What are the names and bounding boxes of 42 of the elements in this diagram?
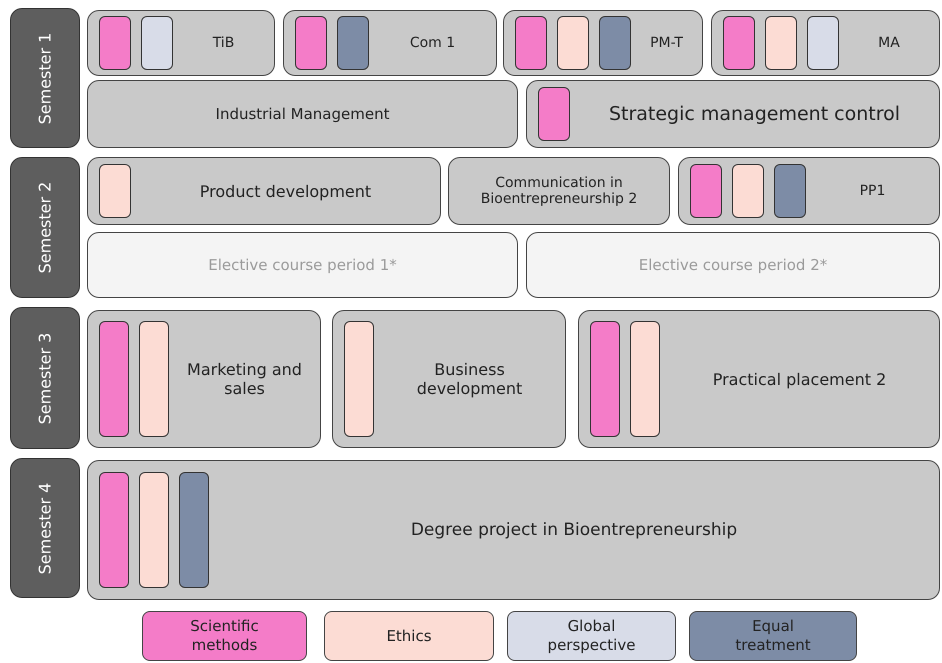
course-box [678,157,940,225]
elective-course-box [526,232,940,298]
semester-title: Semester 4 [36,482,54,574]
elective-course-box [87,232,518,298]
course-box [503,10,703,76]
course-title: PM-T [649,35,684,51]
semester-title: Semester 1 [36,32,54,124]
semester-label [10,307,80,449]
course-title: Industrial Management [214,105,390,123]
course-title: Business development [416,360,524,398]
semester-title: Semester 3 [36,332,54,424]
course-title: TiB [212,35,236,51]
legend-label: Global perspective [546,617,636,655]
course-title: Com 1 [408,35,456,51]
course-box [526,80,940,148]
course-title: Practical placement 2 [712,370,888,388]
course-box [87,310,321,448]
legend-label: Equal treatment [734,617,812,655]
course-box [87,10,275,76]
course-title: Product development [198,182,372,200]
semester-label [10,157,80,298]
course-box [332,310,566,448]
course-title: Degree project in Bioentrepreneurship [410,520,738,540]
course-box [711,10,940,76]
course-title: Elective course period 1* [207,256,398,274]
course-box [87,80,518,148]
course-title: Strategic management control [608,103,902,125]
legend-label: Ethics [386,626,432,646]
course-title: Marketing and sales [186,360,303,398]
semester-label [10,8,80,148]
course-box [87,460,940,600]
course-title: Communication in Bioentrepreneurship 2 [480,175,638,207]
course-title: MA [877,35,901,51]
semester-title: Semester 2 [36,182,54,274]
course-box [578,310,940,448]
course-box [87,157,441,225]
semester-label [10,458,80,598]
course-title: Elective course period 2* [638,256,828,274]
legend-label: Scientific methods [189,617,260,655]
course-box [283,10,497,76]
course-box [448,157,670,225]
course-title: PP1 [858,183,886,199]
